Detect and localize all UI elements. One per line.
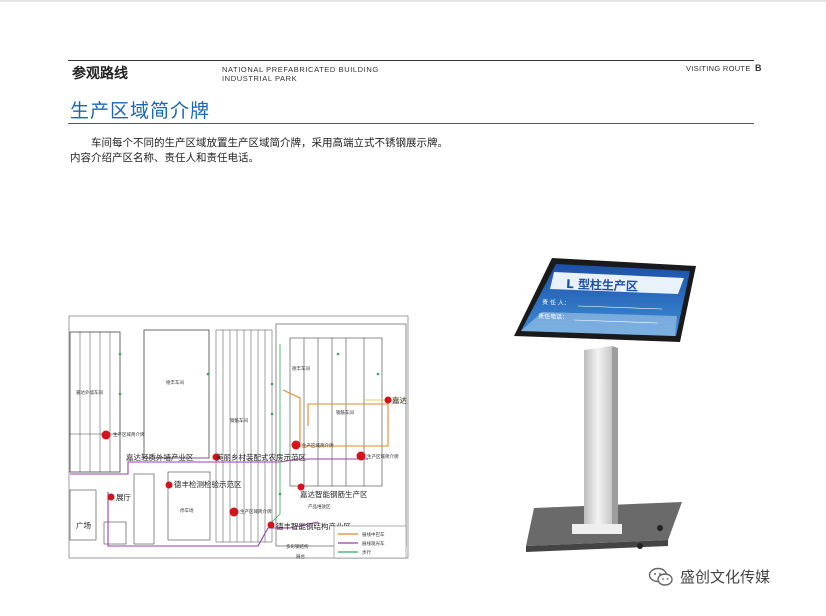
description-paragraph-2: 内容介绍产区名称、责任人和责任电话。 [70, 152, 259, 164]
marker-5 [356, 451, 366, 461]
map-small-label-8: 生产区域简介牌 [240, 508, 272, 515]
map-label-steel-zone: 德丰智能钢结构产业区 [276, 521, 351, 531]
route-tour-line [70, 458, 368, 475]
map-label-jiada: 嘉达 [392, 395, 407, 405]
marker-2 [212, 453, 220, 461]
marker-4 [291, 440, 301, 450]
legend-walk: 步行 [362, 549, 371, 556]
description-paragraph-1: 车间每个不同的生产区域放置生产区域简介牌，采用高端立式不锈钢展示牌。 [91, 137, 448, 149]
kiosk-field-phone: 责任电话： [538, 312, 568, 321]
route-label-text: VISITING ROUTE [686, 64, 751, 73]
watermark: 盛创文化传媒 [648, 566, 770, 587]
kiosk-display-stand: L 型柱生产区 责 任 人： 责任电话： [512, 254, 710, 554]
marker-1 [101, 430, 111, 440]
building-lower-left [69, 471, 211, 545]
map-label-testing-zone: 德丰检测检验示范区 [174, 479, 242, 489]
route-tour-line-2 [107, 492, 319, 547]
kiosk-screen-title: L 型柱生产区 [566, 276, 638, 293]
kiosk-screen: L 型柱生产区 责 任 人： 责任电话： [514, 258, 696, 342]
map-boundary [68, 315, 409, 559]
top-border [0, 0, 826, 2]
map-small-label-13: 德丰车间 [292, 365, 310, 372]
building-left [69, 331, 121, 473]
marker-6 [384, 396, 392, 404]
map-label-rebar-zone: 嘉达智能钢筋生产区 [300, 489, 368, 499]
map-label-square: 广场 [76, 520, 91, 530]
building-right [275, 323, 407, 547]
header-english-title: NATIONAL PREFABRICATED BUILDING INDUSTRI… [222, 65, 379, 83]
header-rule [68, 60, 754, 61]
section-description: 车间每个不同的生产区域放置生产区域简介牌，采用高端立式不锈钢展示牌。 内容介绍产… [70, 136, 530, 166]
header-title: 参观路线 [72, 66, 128, 82]
map-label-village-zone: 美丽乡村装配式农房示范区 [216, 452, 306, 462]
map-label-wall-zone: 嘉达轻质外墙产业区 [126, 452, 194, 462]
header-english-line2: INDUSTRIAL PARK [222, 74, 298, 83]
marker-10 [107, 493, 115, 501]
marker-8 [229, 507, 239, 517]
section-title: 生产区域简介牌 [70, 100, 211, 122]
wechat-icon [648, 567, 673, 586]
marker-3 [165, 481, 173, 489]
section-rule [68, 123, 754, 124]
route-letter: B [755, 63, 762, 73]
map-small-label-4: 停车场 [180, 507, 194, 514]
map-small-label-9: 产品堆放区 [308, 503, 331, 510]
map-small-label-11: 展台 [296, 553, 305, 560]
route-walk-line [267, 344, 281, 527]
marker-7 [297, 483, 305, 491]
map-legend: 展线中巴车 展线观光车 步行 [333, 525, 407, 559]
legend-tour: 展线观光车 [362, 540, 385, 547]
site-route-map: 嘉达外墙车间 德丰车间 钢筋车间 停车场 生产区域简介牌 生产区域简介牌 生产区… [68, 314, 410, 560]
visiting-route-label: VISITING ROUTE B [686, 63, 762, 73]
map-small-label-12: 钢筋车间 [336, 409, 354, 416]
route-bus-line [282, 389, 389, 447]
map-small-label-6: 生产区域简介牌 [302, 442, 334, 449]
watermark-text: 盛创文化传媒 [680, 568, 771, 586]
map-label-exhibition: 展厅 [116, 493, 131, 502]
building-middle-hall [143, 329, 210, 459]
building-striped-workshop [215, 329, 273, 543]
map-small-label-1: 嘉达外墙车间 [76, 389, 103, 396]
map-small-label-2: 德丰车间 [166, 379, 184, 386]
map-small-label-3: 钢筋车间 [230, 417, 248, 424]
sign-markers [101, 396, 392, 529]
legend-bus: 展线中巴车 [362, 531, 385, 538]
map-small-label-10: 多彩钢结构 [286, 543, 309, 550]
marker-9 [267, 521, 275, 529]
kiosk-post [572, 346, 622, 534]
header-english-line1: NATIONAL PREFABRICATED BUILDING [222, 65, 379, 74]
kiosk-field-responsible: 责 任 人： [542, 298, 570, 307]
route-walk-dots [118, 352, 380, 496]
map-small-label-7: 生产区域简介牌 [367, 453, 399, 460]
map-small-label-5: 生产区域简介牌 [113, 431, 145, 438]
